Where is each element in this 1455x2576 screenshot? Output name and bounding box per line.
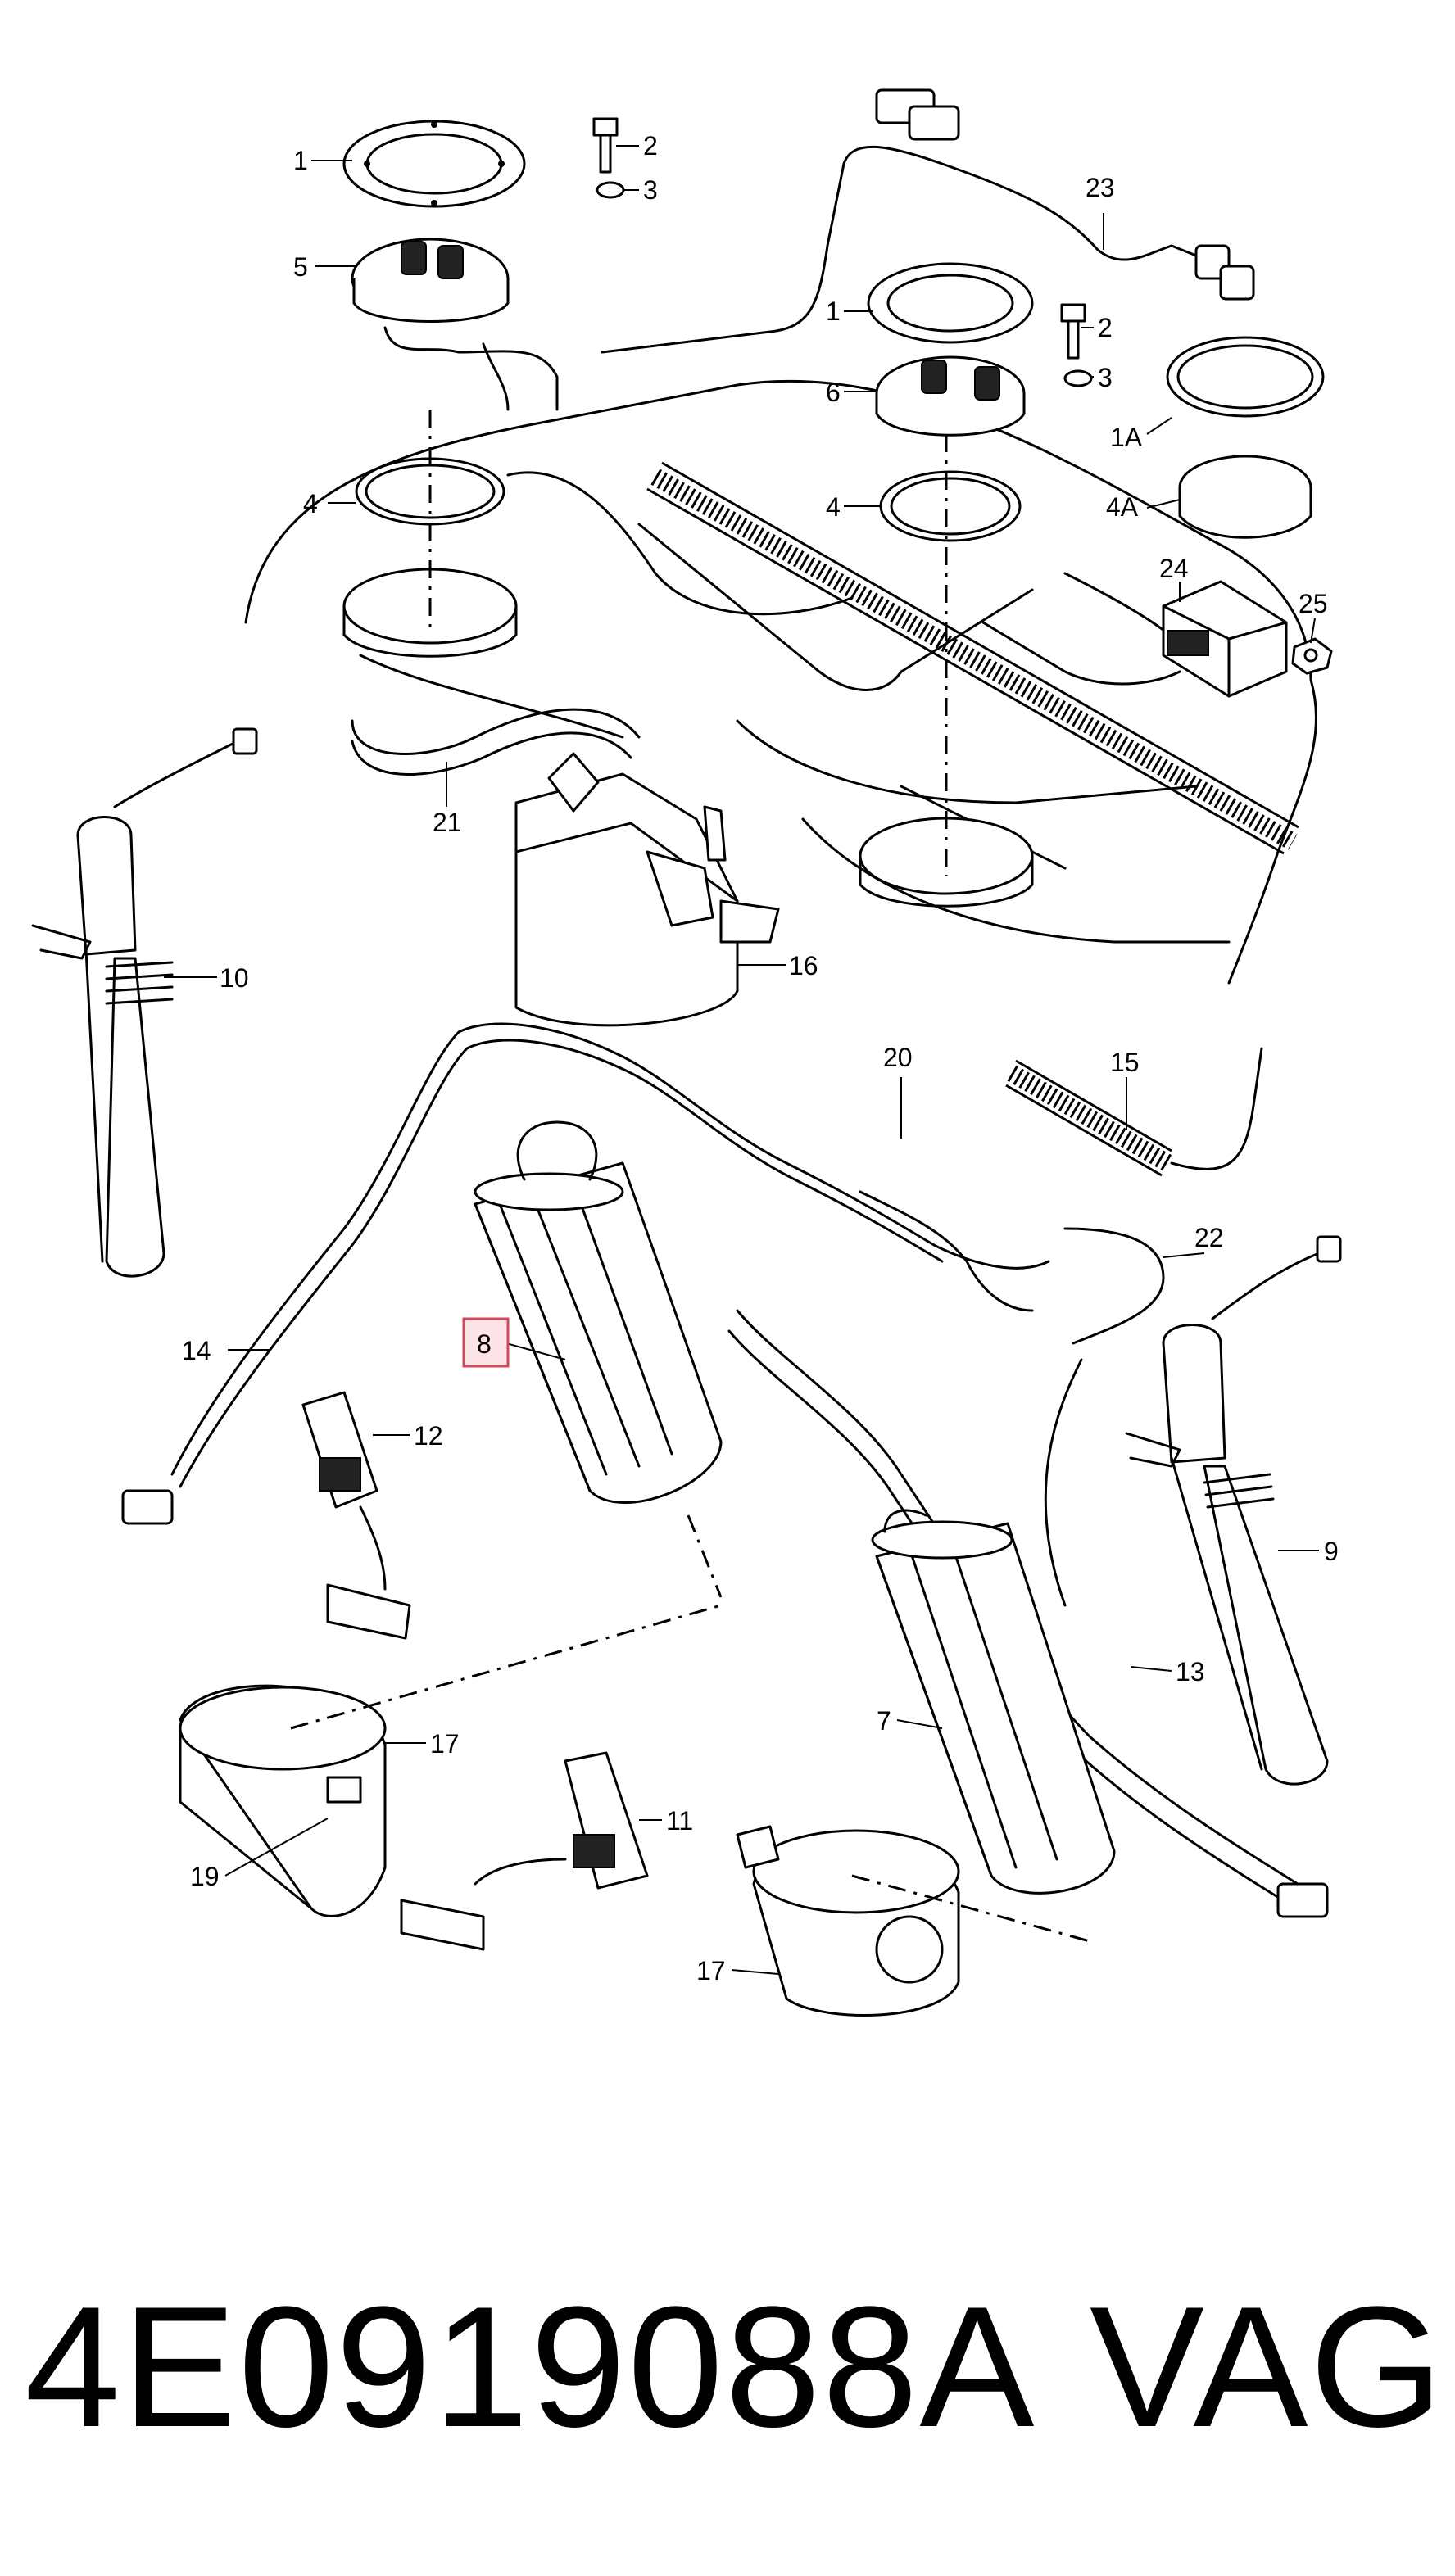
callout-17-right: 17	[696, 1956, 726, 1985]
corrugated-hose-short	[1005, 1047, 1263, 1177]
callout-19: 19	[190, 1862, 220, 1891]
seal-right	[879, 470, 1022, 542]
sender-tube-left	[31, 727, 258, 1278]
fuel-tank	[244, 379, 1317, 985]
locking-ring-right	[875, 355, 1026, 437]
callout-10: 10	[220, 963, 249, 993]
callout-5: 5	[293, 252, 308, 282]
level-sensor-12	[301, 1391, 411, 1640]
callout-21: 21	[433, 808, 462, 837]
footer: 4E0919088A VAG	[0, 2261, 1455, 2474]
callout-4A: 4A	[1106, 492, 1139, 522]
highlight-box	[462, 1317, 510, 1368]
swirl-pot-left	[179, 1684, 387, 1917]
ring-1A	[1166, 336, 1325, 418]
callout-4-right: 4	[826, 492, 841, 522]
fuel-pump-8	[474, 1120, 723, 1505]
callout-15: 15	[1110, 1048, 1140, 1077]
ring-4A	[1178, 455, 1312, 539]
nut	[1291, 637, 1333, 675]
part-number: 4E0919088A	[25, 2270, 1036, 2463]
swirl-pot-right	[736, 1825, 960, 2017]
level-sensor-11	[400, 1751, 649, 1951]
flange-left	[342, 120, 526, 208]
callout-14: 14	[182, 1336, 211, 1365]
callout-11: 11	[666, 1806, 693, 1836]
callout-1-right: 1	[826, 297, 841, 326]
leader-lines	[164, 145, 1319, 1975]
callout-25: 25	[1299, 589, 1328, 618]
callout-labels: 1 2 3 5 4 23 1 2 3 6 1A 4 4A 24 25 21 10…	[182, 131, 1339, 1985]
brand-name: VAG	[1090, 2270, 1445, 2463]
callout-1-left: 1	[293, 146, 308, 175]
callout-9: 9	[1324, 1537, 1339, 1566]
exploded-parts-diagram: 1 2 3 5 4 23 1 2 3 6 1A 4 4A 24 25 21 10…	[31, 88, 1342, 2017]
callout-23: 23	[1086, 173, 1115, 202]
callout-22: 22	[1194, 1223, 1224, 1252]
control-unit	[1162, 580, 1288, 698]
bolt-left	[592, 117, 625, 199]
callout-1A: 1A	[1110, 423, 1143, 452]
callout-12: 12	[414, 1421, 443, 1451]
locking-ring-left	[351, 238, 559, 411]
flange-right	[867, 262, 1034, 344]
callout-2-left: 2	[643, 131, 658, 161]
callout-7: 7	[877, 1706, 891, 1736]
callout-2-right: 2	[1098, 313, 1113, 342]
fuel-pump-7	[871, 1509, 1116, 1895]
callout-6: 6	[826, 378, 841, 407]
callout-16: 16	[789, 951, 818, 980]
callout-3-right: 3	[1098, 363, 1113, 392]
fuel-filter	[514, 752, 780, 1027]
bolt-right	[1060, 303, 1093, 387]
vent-line	[601, 88, 1255, 354]
sender-tube-right	[1125, 1235, 1342, 1786]
callout-17-left: 17	[430, 1729, 460, 1759]
callout-8-highlighted: 8	[477, 1329, 492, 1359]
bellows-left	[105, 961, 174, 1005]
callout-3-left: 3	[643, 175, 658, 205]
callout-20: 20	[883, 1043, 913, 1072]
callout-4-left: 4	[303, 489, 318, 518]
bellows-right	[1203, 1473, 1275, 1509]
callout-13: 13	[1176, 1657, 1205, 1686]
hose-21	[351, 708, 641, 776]
corrugated-hose-long	[646, 461, 1299, 855]
callout-24: 24	[1159, 554, 1189, 583]
